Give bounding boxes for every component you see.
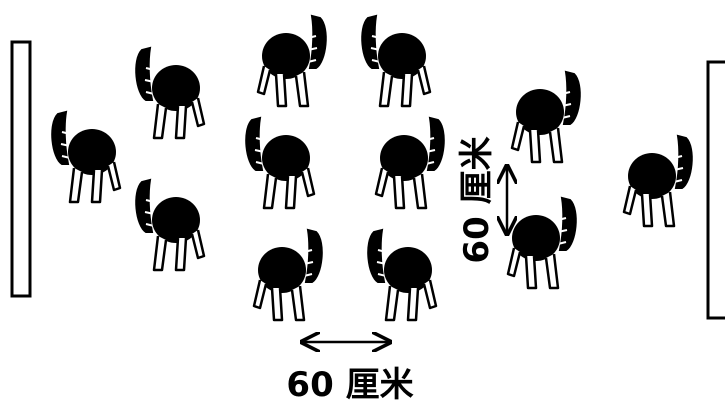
horizontal-measure-label: 60 厘米: [286, 365, 413, 403]
chair: [622, 134, 694, 228]
chair: [256, 14, 328, 108]
chair: [506, 196, 578, 290]
chair: [50, 110, 122, 204]
chair: [252, 228, 324, 322]
chair: [134, 178, 206, 272]
chair: [244, 116, 316, 210]
chair: [366, 228, 438, 322]
vertical-measure-label: 60 厘米: [457, 136, 497, 263]
chair: [360, 14, 432, 108]
chair: [510, 70, 582, 164]
right-board: [706, 60, 725, 320]
left-board: [10, 40, 32, 298]
chair: [374, 116, 446, 210]
chair: [134, 46, 206, 140]
